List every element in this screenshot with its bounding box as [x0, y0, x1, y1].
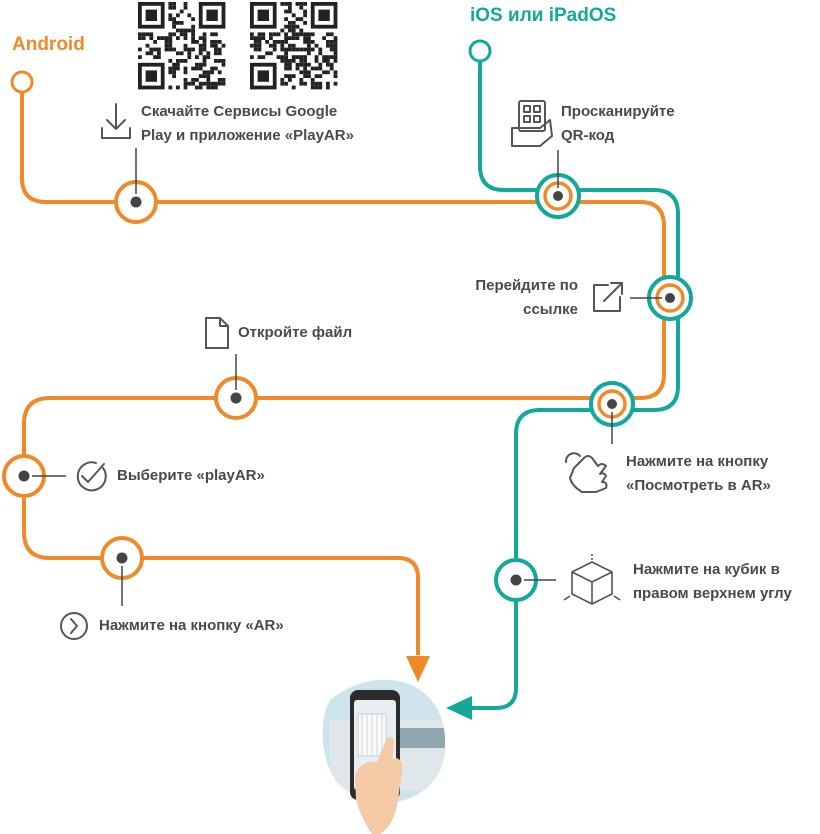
tap-hand-icon — [564, 452, 608, 493]
android-step1-label: Скачайте Сервисы Google Play и приложени… — [141, 103, 354, 144]
android-step3-label: Выберите «playAR» — [117, 467, 265, 484]
ios-step2-label: Перейдите по ссылке — [475, 277, 578, 318]
qr-code-ios — [250, 2, 338, 90]
android-step3-node — [2, 454, 66, 498]
android-step4-label: Нажмите на кнопку «AR» — [99, 617, 284, 634]
ios-step2-node — [630, 275, 693, 321]
cube-icon — [563, 554, 621, 605]
ios-step3-node — [589, 381, 635, 444]
ios-route-line — [470, 60, 680, 710]
android-step2-label: Откройте файл — [238, 324, 353, 341]
android-step2-node — [214, 354, 258, 420]
android-arrow-icon — [406, 656, 430, 682]
ios-step1-node — [535, 150, 581, 219]
phone-ar-illustration — [322, 679, 446, 834]
qr-scan-icon — [511, 100, 553, 147]
android-step1-node — [114, 148, 158, 224]
android-title: Android — [12, 34, 85, 55]
ios-title: iOS или iPadOS — [470, 5, 617, 26]
qr-code-android — [138, 2, 226, 90]
ios-step4-label: Нажмите на кубик в правом верхнем углу — [633, 561, 792, 602]
ios-step4-node — [494, 558, 556, 602]
ios-step1-label: Просканируйте QR-код — [561, 103, 675, 144]
android-step4-node — [100, 536, 144, 606]
android-start-node — [10, 70, 34, 94]
chevron-circle-icon — [60, 612, 88, 640]
ios-arrow-icon — [446, 696, 472, 720]
ios-start-node — [468, 39, 492, 63]
file-icon — [205, 317, 229, 349]
check-circle-icon — [76, 461, 107, 492]
ios-step3-label: Нажмите на кнопку «Посмотреть в AR» — [626, 453, 771, 494]
external-link-icon — [593, 282, 623, 312]
download-icon — [101, 103, 131, 139]
